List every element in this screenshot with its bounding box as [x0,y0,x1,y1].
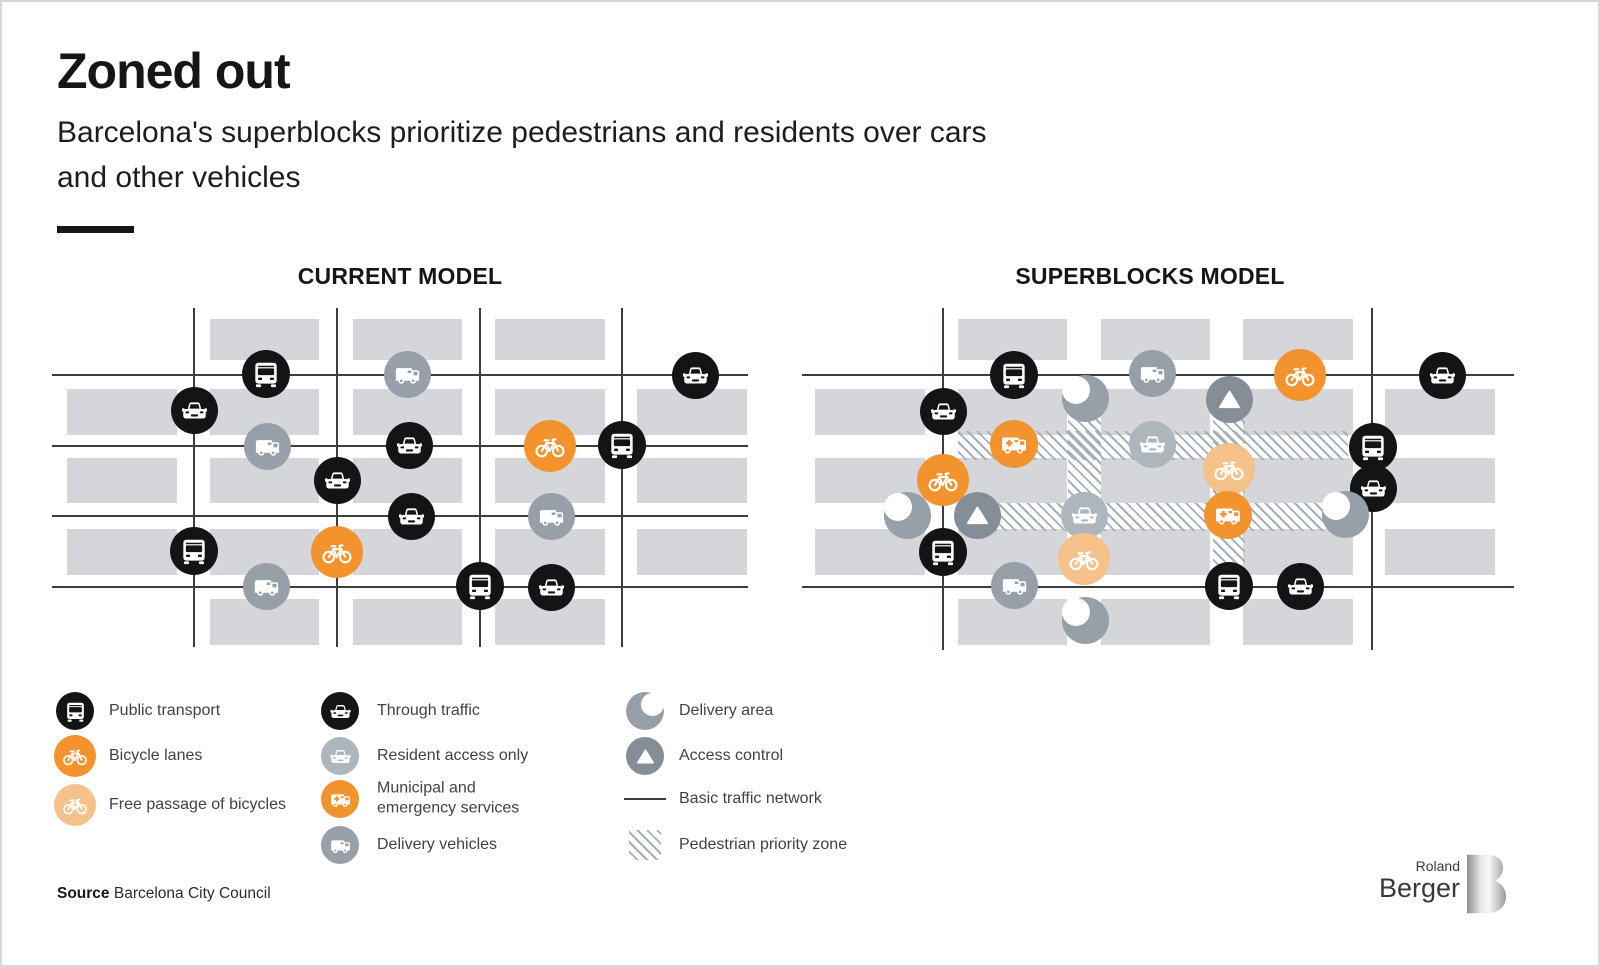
moon-notch [1321,491,1350,520]
moon-notch [1061,375,1090,404]
resident-access-icon [321,737,359,775]
legend-label: Resident access only [377,746,529,764]
roland-berger-logo-mark [1467,854,1506,914]
through-traffic-icon [671,351,719,399]
municipal-emergency-icon [1204,491,1252,539]
city-block [637,529,747,575]
city-block [353,599,462,645]
source-text: Barcelona City Council [113,885,271,902]
legend-label: Access control [679,746,784,764]
delivery-area-icon [883,491,931,539]
access-control-icon [1205,375,1253,423]
title-underline [57,226,134,233]
basic-traffic-network-swatch [624,798,666,800]
resident-access-icon [1128,420,1176,468]
through-traffic-icon [527,563,575,611]
city-block [67,458,177,503]
traffic-network-line [802,586,1514,588]
legend-label: Free passage of bicycles [109,795,286,813]
page-subtitle: Barcelona's superblocks prioritize pedes… [57,116,987,194]
city-block [1385,458,1495,503]
through-traffic-icon [919,387,967,435]
city-block [1101,599,1210,645]
public-transport-icon [990,351,1038,399]
public-transport-icon [170,527,218,575]
through-traffic-icon [313,456,361,504]
city-block [495,319,605,360]
delivery-vehicle-icon [990,561,1038,609]
through-traffic-icon [387,492,435,540]
city-block [637,458,747,503]
legend-label: Bicycle lanes [109,746,203,764]
city-block [815,389,925,435]
municipal-emergency-icon [990,420,1038,468]
moon-notch [641,693,664,716]
source-label: Source [57,885,110,902]
city-block [67,389,177,435]
public-transport-icon [919,528,967,576]
public-transport-icon [1205,562,1253,610]
pedestrian-priority-zone [958,503,1328,531]
page-title: Zoned out [57,43,291,99]
legend-label: Delivery vehicles [377,835,498,853]
bicycle-lane-icon [1274,349,1326,401]
moon-notch [1061,597,1090,626]
roland-berger-logo: Roland Berger [1282,858,1460,904]
city-block [1101,529,1210,575]
current-model-title: CURRENT MODEL [297,263,503,289]
delivery-vehicle-icon [1128,349,1176,397]
free-passage-bicycle-icon [1058,533,1110,585]
bicycle-lane-icon [917,454,969,506]
delivery-vehicle-icon [242,562,290,610]
traffic-network-line [621,308,623,647]
through-traffic-icon [321,692,359,730]
traffic-network-line [193,308,195,647]
free-passage-bicycle-icon [1203,443,1255,495]
delivery-area-icon [1061,596,1109,644]
city-block [1385,529,1495,575]
delivery-vehicle-icon [243,422,291,470]
through-traffic-icon [385,421,433,469]
legend-label: Municipal and emergency services [377,779,520,817]
bicycle-lane-icon [311,526,363,578]
public-transport-icon [1349,423,1397,471]
through-traffic-icon [170,386,218,434]
legend-label: Basic traffic network [679,789,822,807]
public-transport-icon [456,562,504,610]
access-control-icon [953,491,1001,539]
public-transport-icon [242,350,290,398]
public-transport-icon [598,421,646,469]
delivery-area-icon [1321,490,1369,538]
legend-label: Pedestrian priority zone [679,835,848,853]
moon-notch [883,492,912,521]
delivery-vehicle-icon [527,492,575,540]
bicycle-lane-icon [54,735,96,777]
bicycle-lane-icon [524,420,576,472]
municipal-emergency-icon [321,780,359,818]
delivery-area-icon [1061,374,1109,422]
delivery-vehicle-icon [383,350,431,398]
resident-access-icon [1060,491,1108,539]
access-control-icon [626,737,664,775]
logo-roland-text: Roland [1415,858,1460,874]
through-traffic-icon [1418,351,1466,399]
city-block [67,529,177,575]
superblocks-model-title: SUPERBLOCKS MODEL [1015,263,1285,289]
through-traffic-icon [1276,562,1324,610]
traffic-network-line [479,308,481,647]
source-note: Source Barcelona City Council [57,885,271,903]
free-passage-bicycle-icon [54,784,96,826]
pedestrian-priority-zone-swatch [629,830,661,860]
legend-label: Delivery area [679,701,774,719]
logo-berger-text: Berger [1378,873,1460,904]
public-transport-icon [56,692,94,730]
delivery-area-icon [626,692,664,730]
legend-label: Through traffic [377,701,480,719]
traffic-network-line [52,586,748,588]
legend-label: Public transport [109,701,221,719]
delivery-vehicle-icon [321,826,359,864]
